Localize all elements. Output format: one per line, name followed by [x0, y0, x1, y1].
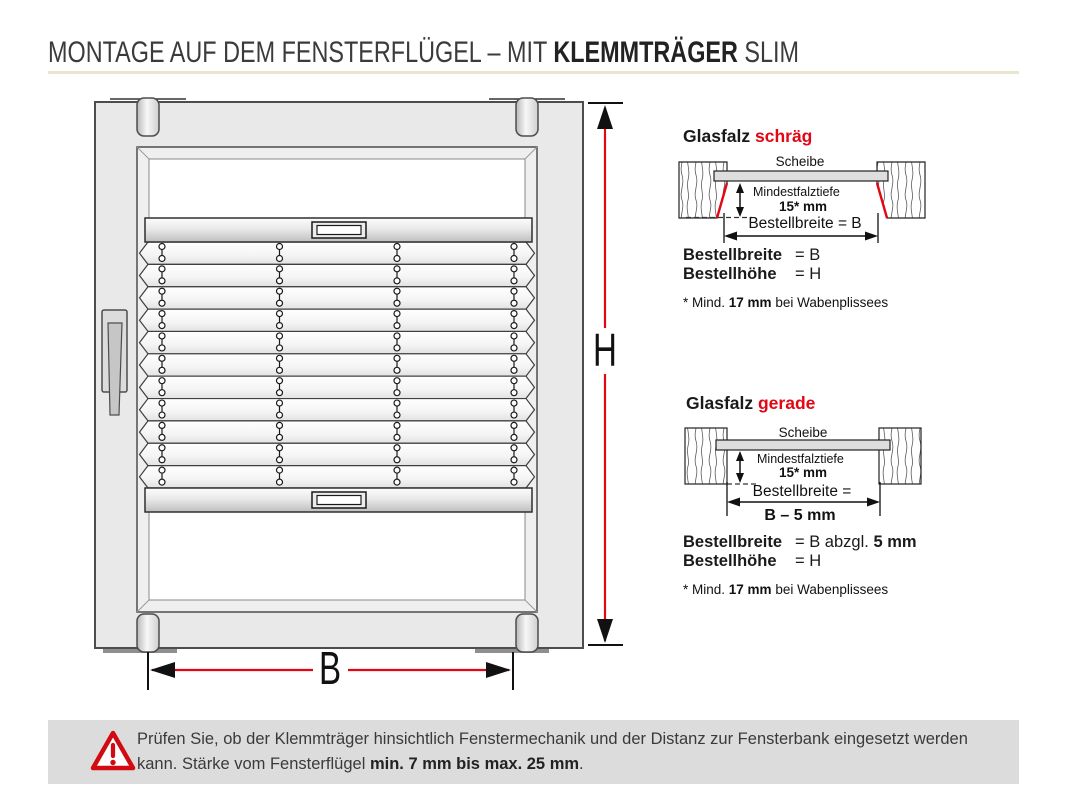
- heading-schraeg-accent: schräg: [754, 126, 813, 146]
- order-width-value-red: B – 5 mm: [764, 507, 835, 524]
- glasfalz-gerade-diagram: Scheibe Mindestfalztiefe 15* mm Bestellb…: [684, 425, 922, 524]
- spec-breite-pre: = B abzgl.: [795, 533, 874, 551]
- clamp-brackets: [110, 97, 565, 653]
- page-title: MONTAGE AUF DEM FENSTERFLÜGEL – MIT KLEM…: [48, 36, 799, 70]
- warning-bar: Prüfen Sie, ob der Klemmträger hinsichtl…: [48, 720, 1019, 784]
- footnote-post: bei Wabenplissees: [771, 295, 889, 310]
- window-handle: [101, 309, 128, 416]
- spec-row: Bestellhöhe = H: [683, 552, 917, 571]
- slanted-rebate-left: [715, 182, 729, 219]
- footnote: * Mind. 17 mm bei Wabenplissees: [683, 293, 888, 312]
- clamp-bracket-bottom-left: [136, 613, 160, 653]
- warning-text-pre: Prüfen Sie, ob der Klemmträger hinsichtl…: [137, 730, 968, 773]
- warning-text-bold: min. 7 mm bis max. 25 mm: [369, 755, 580, 773]
- footnote-bold: 17 mm: [728, 295, 772, 310]
- spec-hoehe-value: = H: [795, 265, 822, 283]
- heading-gerade-word: Glasfalz: [686, 393, 758, 413]
- footnote-post: bei Wabenplissees: [771, 582, 889, 597]
- depth-label: Mindestfalztiefe: [757, 452, 844, 466]
- depth-label: Mindestfalztiefe: [753, 185, 840, 199]
- scheibe-label: Scheibe: [779, 425, 828, 440]
- footnote-pre: * Mind.: [683, 582, 729, 597]
- slanted-rebate-right: [875, 182, 889, 219]
- glass-pane-section: [715, 439, 891, 451]
- blind-bottom-rail: [144, 487, 533, 513]
- depth-value: 15* mm: [779, 465, 827, 480]
- frame-block-right: [878, 427, 922, 485]
- spec-hoehe-label: Bestellhöhe: [683, 552, 777, 570]
- footnote-pre: * Mind.: [683, 295, 729, 310]
- window-blind-diagram: H B: [94, 97, 623, 694]
- spec-breite-label: Bestellbreite: [683, 246, 783, 264]
- order-width-label: Bestellbreite =: [753, 483, 852, 500]
- clamp-bracket-top-left: [136, 97, 160, 137]
- width-label: B: [319, 644, 341, 694]
- clamp-bracket-top-right: [515, 97, 539, 137]
- page-title-suffix: SLIM: [737, 36, 800, 69]
- glasfalz-schraeg-diagram: Scheibe Mindestfalztiefe 15* mm Bestellb…: [678, 154, 926, 243]
- spec-breite-value: = B: [795, 246, 821, 264]
- heading-glasfalz-gerade: Glasfalz gerade: [686, 393, 815, 414]
- scheibe-label: Scheibe: [776, 154, 825, 169]
- spec-hoehe-label: Bestellhöhe: [683, 265, 777, 283]
- warning-triangle-icon: [90, 730, 136, 771]
- frame-block-left: [684, 427, 728, 485]
- specs-schraeg: Bestellbreite = B Bestellhöhe = H * Mind. …: [683, 246, 888, 312]
- heading-glasfalz-schraeg: Glasfalz schräg: [683, 126, 812, 147]
- spec-breite-bold: 5 mm: [873, 533, 917, 551]
- bottom-bracket-shadow-right: [475, 648, 549, 653]
- order-width-label: Bestellbreite = B: [748, 215, 861, 232]
- clamp-bracket-bottom-right: [515, 613, 539, 653]
- spec-row: Bestellhöhe = H: [683, 265, 888, 284]
- spec-hoehe-value: = H: [795, 552, 822, 570]
- warning-text: Prüfen Sie, ob der Klemmträger hinsichtl…: [137, 727, 982, 777]
- glass-pane-section: [713, 170, 889, 182]
- height-dimension: H: [588, 102, 623, 646]
- specs-gerade: Bestellbreite = B abzgl. 5 mm Bestellhöhe…: [683, 533, 917, 599]
- heading-schraeg-word: Glasfalz: [683, 126, 755, 146]
- spec-row: Bestellbreite = B: [683, 246, 888, 265]
- heading-gerade-accent: gerade: [757, 393, 816, 413]
- page-title-bold: KLEMMTRÄGER: [553, 36, 738, 69]
- title-divider: [48, 71, 1019, 74]
- width-dimension: B: [147, 644, 514, 694]
- footnote: * Mind. 17 mm bei Wabenplissees: [683, 580, 917, 599]
- blind-top-rail: [144, 217, 533, 243]
- cord-eyelets: [158, 242, 518, 486]
- spec-row: Bestellbreite = B abzgl. 5 mm: [683, 533, 917, 552]
- spec-breite-label: Bestellbreite: [683, 533, 783, 551]
- height-label: H: [593, 326, 617, 376]
- page-title-text: MONTAGE AUF DEM FENSTERFLÜGEL – MIT: [48, 36, 554, 69]
- depth-value: 15* mm: [779, 199, 827, 214]
- footnote-bold: 17 mm: [728, 582, 772, 597]
- pleat-fabric: [138, 241, 536, 489]
- warning-text-post: .: [579, 755, 584, 773]
